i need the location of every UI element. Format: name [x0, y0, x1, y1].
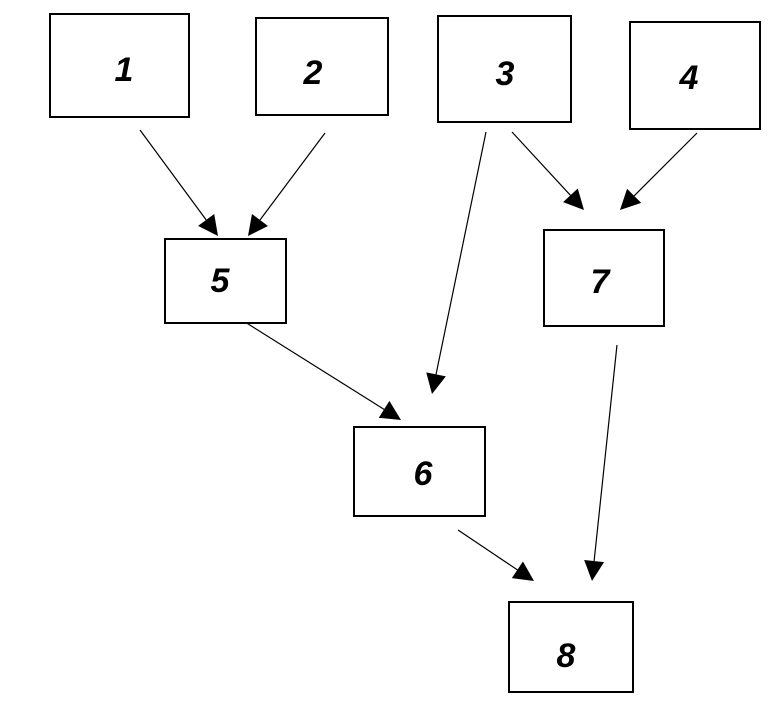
edge-3-7-line — [511, 131, 571, 196]
node-2-box — [255, 17, 389, 116]
edge-2-5-line — [259, 132, 326, 221]
edge-7-8-arrowhead — [584, 560, 605, 581]
edges-layer — [139, 129, 698, 581]
edge-6-8-line — [457, 529, 518, 571]
edge-5-6-arrowhead — [378, 400, 401, 420]
node-4-label: 4 — [679, 59, 699, 97]
edge-2-5 — [248, 132, 326, 236]
node-2-label: 2 — [303, 54, 323, 92]
node-3-label: 3 — [496, 55, 515, 93]
node-5-box — [164, 238, 287, 324]
node-5-label: 5 — [211, 262, 231, 300]
edge-3-6-arrowhead — [426, 372, 446, 394]
edge-4-7 — [620, 132, 698, 210]
node-6-label: 6 — [414, 455, 434, 493]
edge-3-6-line — [435, 131, 487, 375]
edge-6-8-arrowhead — [511, 561, 534, 581]
edge-6-8 — [457, 529, 534, 581]
edge-1-5-arrowhead — [198, 213, 218, 236]
node-3: 3 — [437, 15, 572, 123]
node-1: 1 — [49, 13, 190, 118]
node-7-label: 7 — [591, 263, 612, 301]
node-2: 2 — [255, 17, 389, 116]
node-8: 8 — [508, 601, 634, 693]
edge-1-5 — [139, 129, 218, 236]
node-7: 7 — [543, 229, 665, 327]
edge-5-6-line — [244, 321, 385, 410]
edge-3-7 — [511, 131, 584, 210]
edge-7-8-line — [593, 344, 618, 562]
edge-1-5-line — [139, 129, 207, 221]
node-4-box — [629, 21, 761, 130]
node-8-box — [508, 601, 634, 693]
node-3-box — [437, 15, 572, 123]
node-5: 5 — [164, 238, 287, 324]
node-1-box — [49, 13, 190, 118]
edge-5-6 — [244, 321, 401, 420]
node-4: 4 — [629, 21, 761, 130]
node-8-label: 8 — [557, 637, 576, 675]
edge-2-5-arrowhead — [248, 213, 268, 236]
edge-3-7-arrowhead — [563, 188, 584, 210]
edge-7-8 — [584, 344, 618, 581]
edge-4-7-arrowhead — [620, 188, 642, 210]
node-7-box — [543, 229, 665, 327]
edge-4-7-line — [633, 132, 698, 197]
edge-3-6 — [426, 131, 487, 394]
node-6-box — [353, 426, 486, 517]
node-1-label: 1 — [115, 51, 134, 89]
node-6: 6 — [353, 426, 486, 517]
